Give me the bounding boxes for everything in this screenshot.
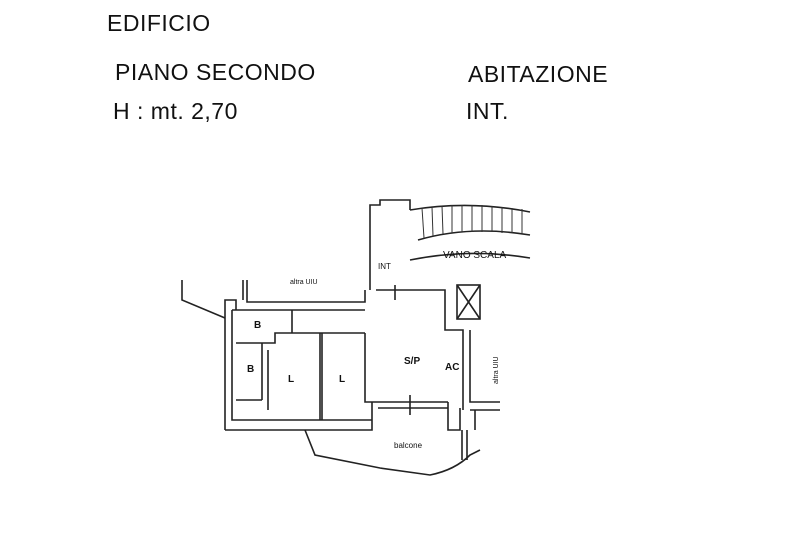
- other-unit-right-label: altra UIU: [493, 356, 500, 384]
- building-label: EDIFICIO: [107, 10, 211, 36]
- room-bed-1: L: [288, 374, 294, 385]
- room-bath-2: B: [247, 364, 254, 375]
- other-unit-top-label: altra UIU: [290, 279, 318, 286]
- room-bath-1: B: [254, 320, 261, 331]
- height-label: H : mt. 2,70: [113, 98, 238, 124]
- unit-number-label: INT.: [466, 98, 509, 124]
- floor-label: PIANO SECONDO: [115, 59, 316, 85]
- room-kitchen: AC: [445, 362, 459, 373]
- unit-type-label: ABITAZIONE: [468, 61, 609, 87]
- stair-label: VANO SCALA: [443, 250, 506, 261]
- walls: [181, 199, 531, 476]
- stair-steps: [421, 205, 523, 239]
- balcony-label: balcone: [394, 441, 423, 450]
- entrance-label: INT: [378, 262, 391, 271]
- room-bed-2: L: [339, 374, 345, 385]
- room-living: S/P: [404, 356, 420, 367]
